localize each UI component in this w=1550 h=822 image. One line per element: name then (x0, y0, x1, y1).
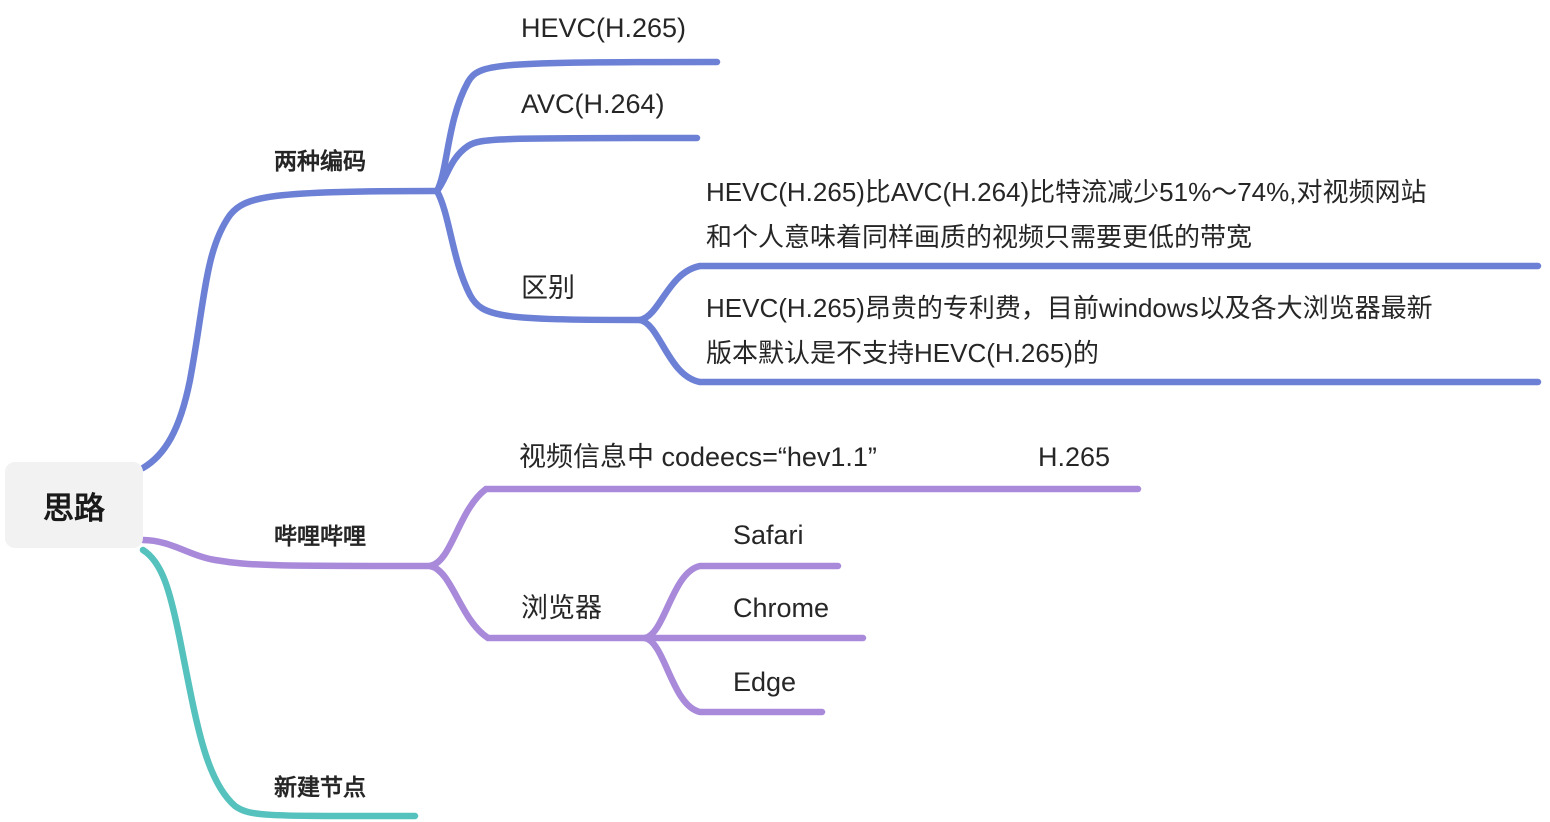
node-level3-safari[interactable]: Safari (733, 522, 804, 549)
node-level1-bilibili-label: 哔哩哔哩 (274, 523, 366, 549)
node-level2-hevc-label: HEVC(H.265) (521, 13, 687, 43)
node-level3-h265-label: H.265 (1038, 442, 1111, 472)
edge-difference-to-bitrate (636, 262, 1542, 324)
node-level3-diff-patent-line-1: HEVC(H.265)昂贵的专利费，目前windows以及各大浏览器最新 (706, 293, 1433, 323)
edge-bilibili-to-video-info (426, 485, 1142, 570)
node-level2-browsers-label: 浏览器 (521, 593, 602, 623)
node-level2-hevc[interactable]: HEVC(H.265) (521, 15, 686, 42)
node-level3-diff-patent-line-2: 版本默认是不支持HEVC(H.265)的 (706, 338, 1099, 368)
node-level2-video-info-label: 视频信息中 codeecs=“hev1.1” (519, 442, 877, 472)
node-level1-encoding-label: 两种编码 (274, 148, 366, 174)
node-level3-safari-label: Safari (733, 520, 804, 550)
edge-root-to-bilibili (139, 536, 434, 570)
edge-bilibili-to-browsers (426, 562, 649, 642)
edge-encoding-to-difference (433, 187, 644, 324)
node-level3-h265[interactable]: H.265 (1038, 444, 1110, 471)
node-level1-new-node[interactable]: 新建节点 (274, 776, 366, 799)
node-root-思路[interactable]: 思路 (5, 462, 143, 548)
node-root-label: 思路 (43, 490, 105, 526)
node-level2-difference[interactable]: 区别 (521, 275, 575, 302)
node-level1-new-node-label: 新建节点 (274, 774, 366, 800)
node-level3-edge-label: Edge (733, 667, 797, 697)
node-level3-diff-bitrate-line-1: HEVC(H.265)比AVC(H.264)比特流减少51%～74%,对视频网站 (706, 177, 1427, 207)
edge-difference-to-patent (636, 316, 1542, 386)
edge-encoding-to-avc (433, 134, 701, 195)
node-level1-bilibili[interactable]: 哔哩哔哩 (274, 525, 366, 548)
edge-browsers-to-edge (641, 634, 826, 716)
node-level1-encoding[interactable]: 两种编码 (274, 150, 366, 173)
node-level3-diff-bitrate[interactable]: HEVC(H.265)比AVC(H.264)比特流减少51%～74%,对视频网站… (706, 170, 1426, 260)
node-level3-edge[interactable]: Edge (733, 669, 796, 696)
edge-root-to-new-node (139, 546, 419, 820)
node-level2-avc[interactable]: AVC(H.264) (521, 91, 665, 118)
node-level3-diff-patent[interactable]: HEVC(H.265)昂贵的专利费，目前windows以及各大浏览器最新 版本默… (706, 286, 1433, 376)
node-level2-browsers[interactable]: 浏览器 (521, 595, 602, 622)
node-level3-chrome-label: Chrome (733, 593, 830, 623)
node-level3-chrome[interactable]: Chrome (733, 595, 829, 622)
edge-encoding-to-hevc (433, 58, 721, 195)
edge-browsers-to-safari (641, 562, 842, 642)
node-level2-video-info[interactable]: 视频信息中 codeecs=“hev1.1” (519, 444, 877, 471)
node-level3-diff-bitrate-line-2: 和个人意味着同样画质的视频只需要更低的带宽 (706, 222, 1253, 252)
node-level2-difference-label: 区别 (521, 273, 575, 303)
edge-root-to-encoding (139, 187, 441, 472)
node-level2-avc-label: AVC(H.264) (521, 89, 665, 119)
